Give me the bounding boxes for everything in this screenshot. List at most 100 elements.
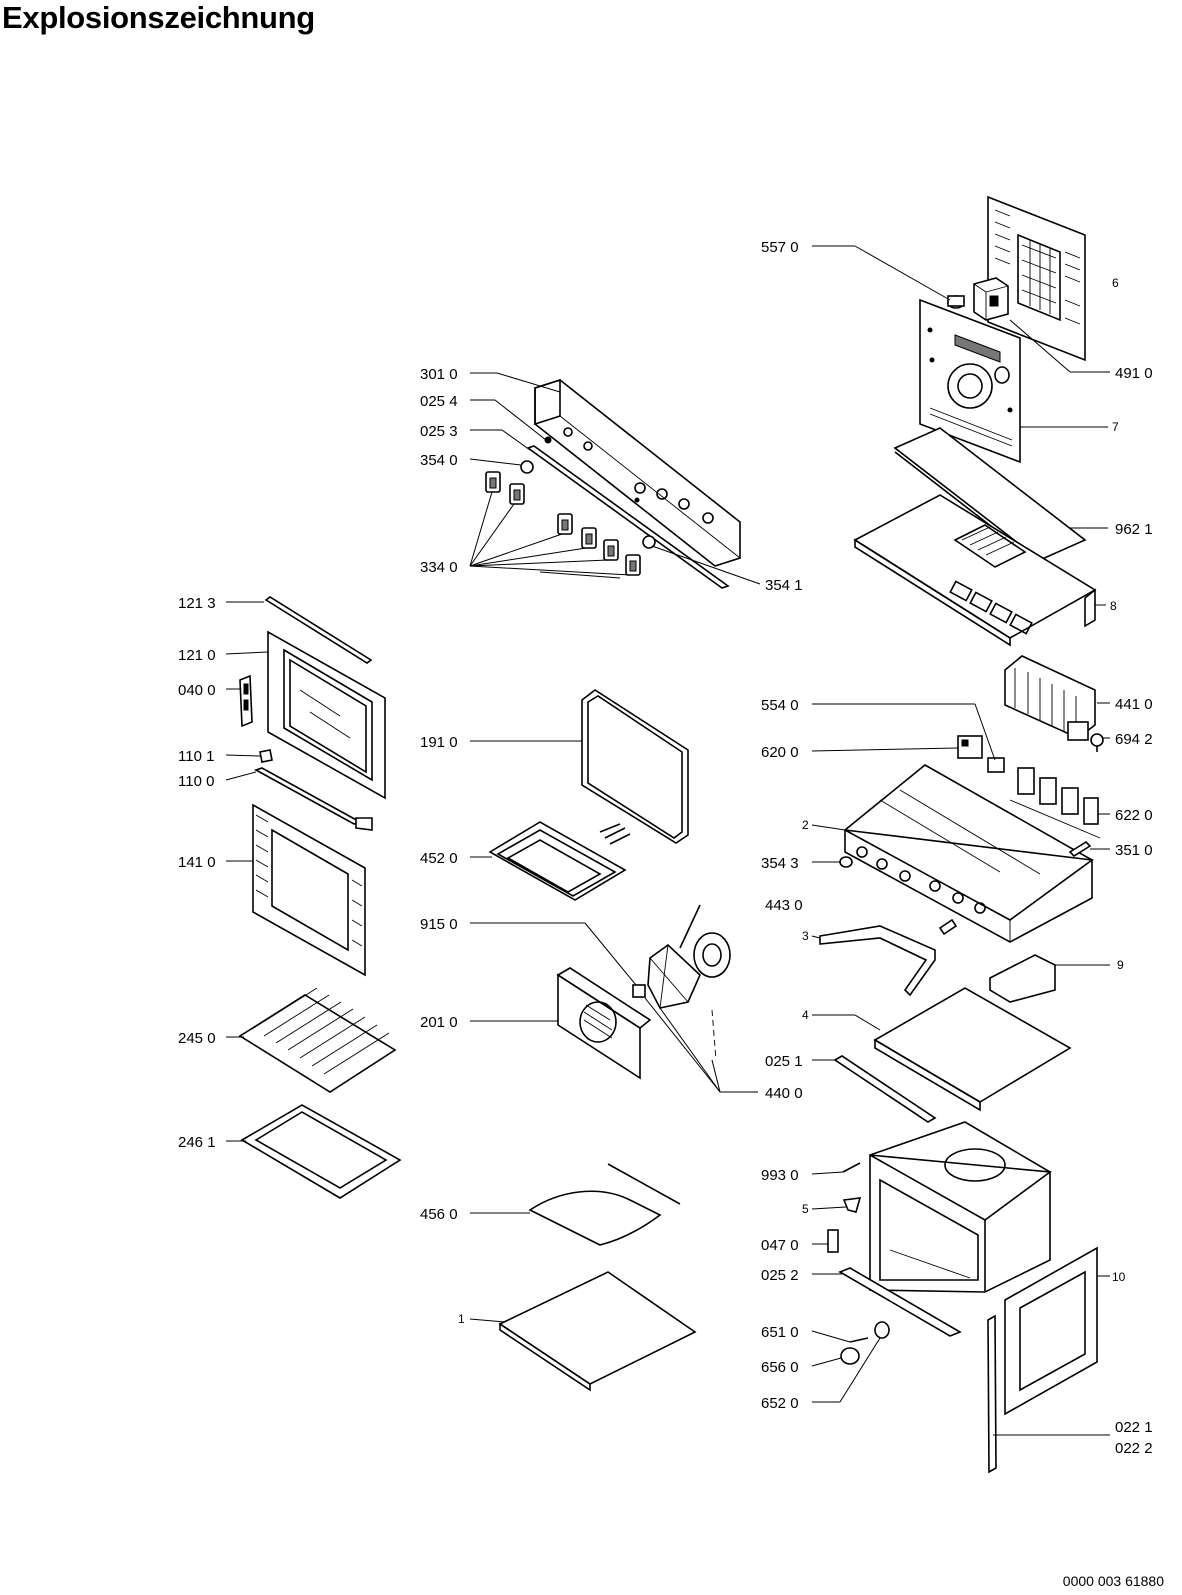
- label-354-0: 354 0: [420, 452, 458, 469]
- part-110-1-clip: [259, 749, 273, 763]
- part-047-latch: [827, 1229, 839, 1253]
- part-wire-rack: [238, 987, 397, 1093]
- part-fan-back-plate: [919, 298, 1021, 464]
- part-191-glass-panel: [581, 689, 689, 844]
- label-047-0: 047 0: [761, 1237, 799, 1254]
- label-456-0: 456 0: [420, 1206, 458, 1223]
- part-5-clip: [842, 1197, 862, 1213]
- part-022-rail: [987, 1314, 997, 1474]
- part-351-0-sensor: [1068, 840, 1092, 858]
- label-121-0: 121 0: [178, 647, 216, 664]
- label-656-0: 656 0: [761, 1359, 799, 1376]
- part-bottom-heating-element: [528, 1163, 681, 1246]
- label-452-0: 452 0: [420, 850, 458, 867]
- label-025-4: 025 4: [420, 393, 458, 410]
- label-8: 8: [1110, 599, 1117, 613]
- label-022-2: 022 2: [1115, 1440, 1153, 1457]
- label-121-3: 121 3: [178, 595, 216, 612]
- part-121-3-strip: [264, 596, 373, 664]
- label-620-0: 620 0: [761, 744, 799, 761]
- label-351-0: 351 0: [1115, 842, 1153, 859]
- label-915-0: 915 0: [420, 916, 458, 933]
- label-440-0: 440 0: [765, 1085, 803, 1102]
- part-651-screw: [849, 1337, 869, 1343]
- part-control-housing: [844, 764, 1095, 943]
- label-652-0: 652 0: [761, 1395, 799, 1412]
- part-694-2-sensor: [1090, 733, 1104, 752]
- part-top-cover: [853, 494, 1097, 647]
- part-tangential-fan: [1004, 655, 1096, 741]
- part-fan-blade: [647, 943, 701, 1009]
- label-441-0: 441 0: [1115, 696, 1153, 713]
- label-2: 2: [802, 818, 809, 832]
- part-baking-tray: [240, 1104, 402, 1199]
- part-inner-door-frame: [267, 630, 386, 800]
- label-554-0: 554 0: [761, 697, 799, 714]
- part-labels: 557 0 6 491 0 301 0 025 4 7 025 3 354 0 …: [178, 239, 1153, 1457]
- label-301-0: 301 0: [420, 366, 458, 383]
- part-915-nut: [632, 984, 646, 998]
- part-fan-cover: [556, 967, 652, 1080]
- part-554-switch: [987, 757, 1005, 773]
- label-1: 1: [458, 1312, 465, 1326]
- part-622-selector-switches: [1009, 767, 1101, 839]
- part-oven-cavity: [869, 1121, 1053, 1293]
- label-443-0: 443 0: [765, 897, 803, 914]
- part-cover-9: [989, 954, 1056, 1003]
- part-bracket-3: [819, 925, 936, 997]
- part-334-knobs: [485, 471, 641, 576]
- label-025-2: 025 2: [761, 1267, 799, 1284]
- page-title: Explosionszeichnung: [2, 0, 315, 35]
- part-491-relay: [973, 277, 1009, 321]
- label-025-1: 025 1: [765, 1053, 803, 1070]
- part-outer-door: [252, 803, 366, 977]
- part-base-plate-4: [873, 987, 1072, 1112]
- label-993-0: 993 0: [761, 1167, 799, 1184]
- part-557-thermostat: [947, 295, 965, 309]
- part-fan-motor: [679, 904, 731, 1061]
- label-3: 3: [802, 929, 809, 943]
- label-5: 5: [802, 1202, 809, 1216]
- part-bottom-plate: [498, 1271, 697, 1392]
- label-354-3: 354 3: [761, 855, 799, 872]
- part-025-1-rail: [833, 1055, 937, 1123]
- label-141-0: 141 0: [178, 854, 216, 871]
- part-354-1-button: [642, 535, 656, 549]
- label-246-1: 246 1: [178, 1134, 216, 1151]
- part-354-0-button: [520, 460, 534, 474]
- part-443-0-sensor: [938, 918, 958, 936]
- label-201-0: 201 0: [420, 1014, 458, 1031]
- label-622-0: 622 0: [1115, 807, 1153, 824]
- part-025-3-strip: [526, 445, 730, 589]
- label-334-0: 334 0: [420, 559, 458, 576]
- label-9: 9: [1117, 958, 1124, 972]
- part-993-screw: [842, 1162, 861, 1173]
- part-656-knob: [840, 1347, 860, 1365]
- part-top-heating-element: [488, 821, 631, 901]
- part-620-switch: [957, 735, 983, 759]
- label-110-1: 110 1: [178, 748, 214, 765]
- part-110-0-bar: [254, 767, 373, 831]
- part-025-2-rail: [838, 1267, 962, 1337]
- part-control-panel: [534, 378, 741, 567]
- part-side-panel-10: [1004, 1246, 1098, 1416]
- label-110-0: 110 0: [178, 773, 214, 790]
- label-7: 7: [1112, 420, 1119, 434]
- leader-lines: [225, 245, 1110, 1436]
- document-id: 0000 003 61880: [1062, 1573, 1164, 1589]
- label-491-0: 491 0: [1115, 365, 1153, 382]
- label-694-2: 694 2: [1115, 731, 1153, 748]
- label-4: 4: [802, 1008, 809, 1022]
- label-191-0: 191 0: [420, 734, 458, 751]
- label-245-0: 245 0: [178, 1030, 216, 1047]
- label-651-0: 651 0: [761, 1324, 799, 1341]
- label-557-0: 557 0: [761, 239, 799, 256]
- part-040-hinge: [239, 674, 253, 728]
- part-652-lamp: [874, 1321, 890, 1339]
- label-022-1: 022 1: [1115, 1419, 1153, 1436]
- label-025-3: 025 3: [420, 423, 458, 440]
- label-040-0: 040 0: [178, 682, 216, 699]
- label-962-1: 962 1: [1115, 521, 1153, 538]
- label-354-1: 354 1: [765, 577, 803, 594]
